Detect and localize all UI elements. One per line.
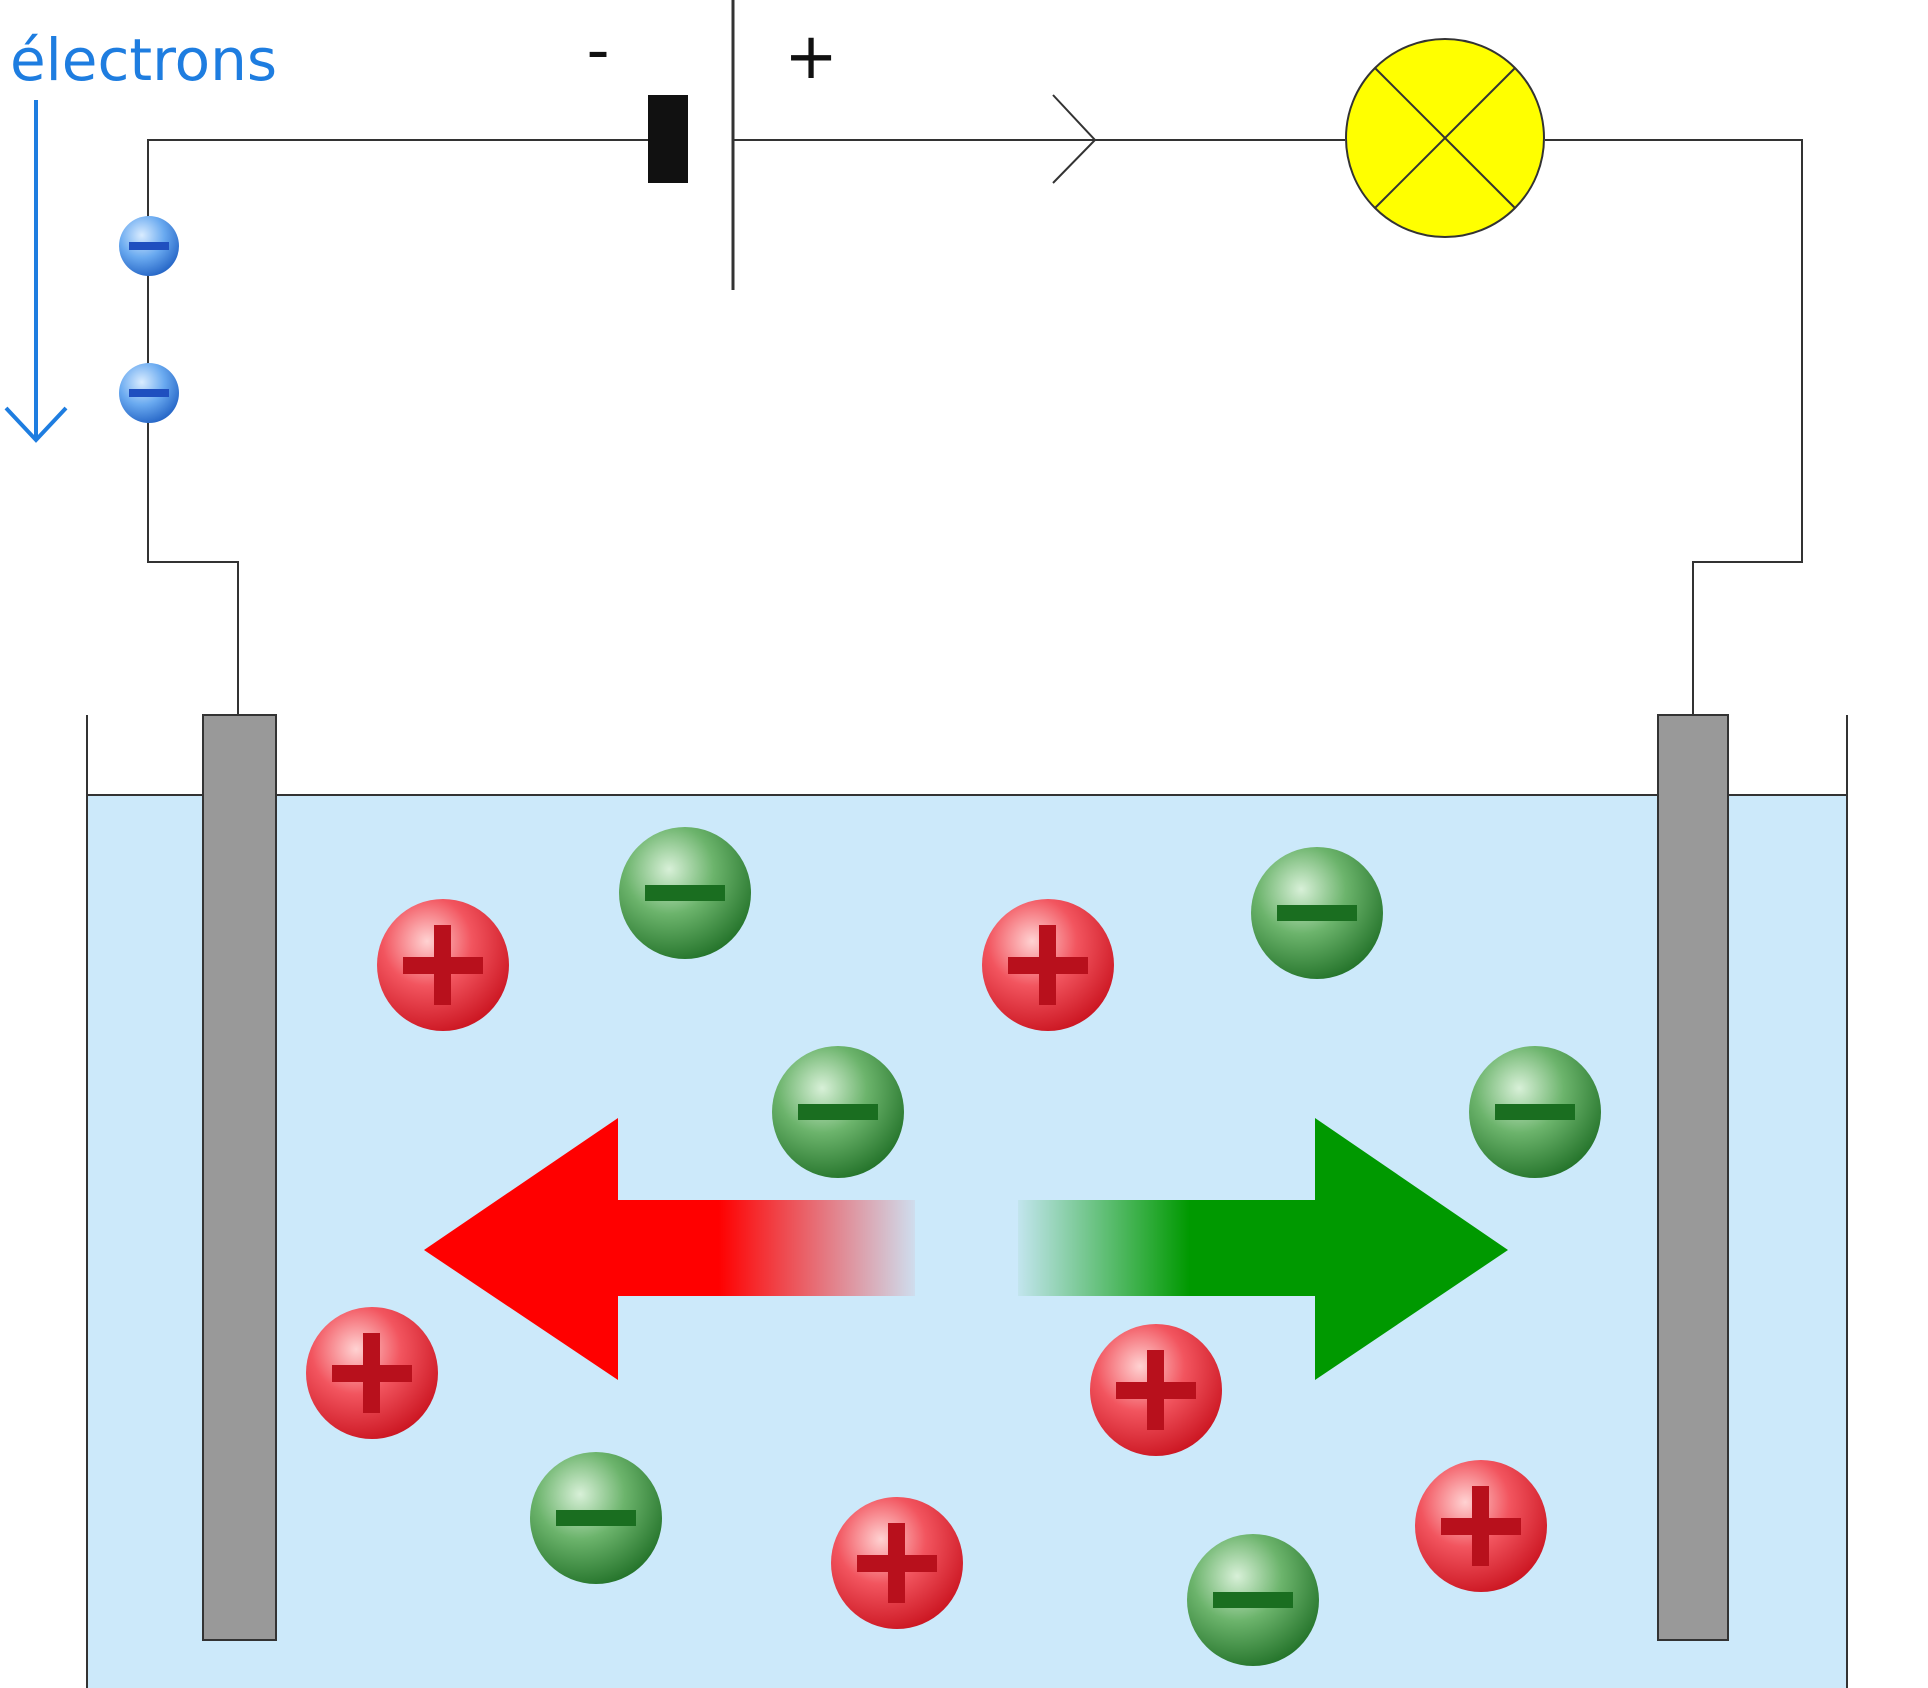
electron-particle (119, 363, 179, 423)
anion-particle (1469, 1046, 1601, 1178)
circuit-wire (147, 139, 1803, 715)
cation-particle (982, 899, 1114, 1031)
cation-migration-arrow (424, 1118, 915, 1380)
anion-particle (1251, 847, 1383, 979)
battery-negative-label: - (586, 14, 609, 88)
cation-particle (1090, 1324, 1222, 1456)
battery-positive-label: + (784, 20, 838, 94)
electron-flow-arrow (4, 100, 68, 443)
electrons-label: électrons (10, 26, 277, 94)
battery-symbol-icon (648, 0, 735, 290)
anion-particle (619, 827, 751, 959)
electrolyte-liquid (87, 795, 1847, 1688)
cation-particle (831, 1497, 963, 1629)
cation-particle (377, 899, 509, 1031)
right-electrode (1657, 714, 1729, 1641)
anion-particle (1187, 1534, 1319, 1666)
electron-particle (119, 216, 179, 276)
anion-migration-arrow (1018, 1118, 1508, 1380)
cation-particle (1415, 1460, 1547, 1592)
battery-negative-plate (648, 95, 688, 183)
lamp-symbol-icon (1345, 38, 1545, 238)
anion-particle (772, 1046, 904, 1178)
current-direction-arrow (1052, 94, 1097, 184)
left-electrode (202, 714, 277, 1641)
cation-particle (306, 1307, 438, 1439)
anion-particle (530, 1452, 662, 1584)
